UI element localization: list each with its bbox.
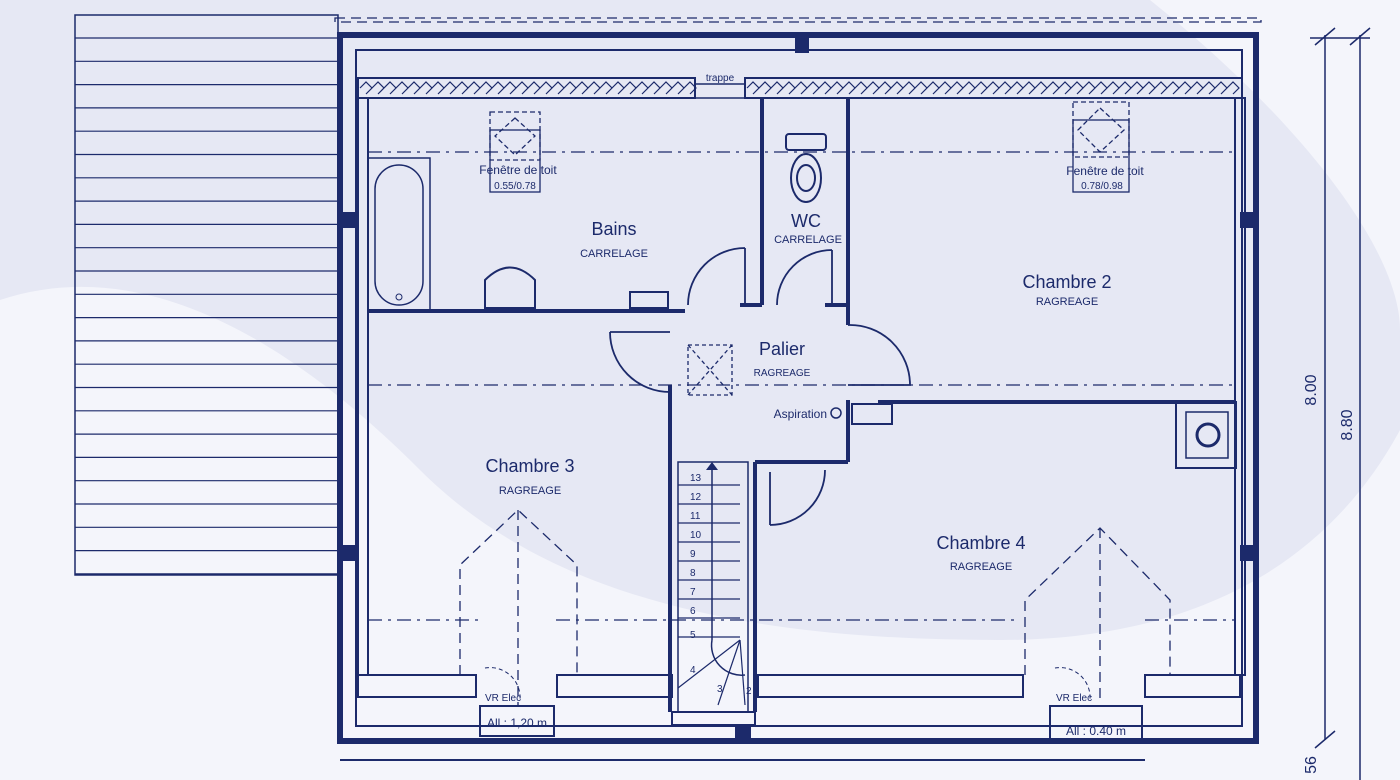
background-swoosh bbox=[0, 286, 1400, 780]
room-name-chambre3: Chambre 3 bbox=[485, 456, 574, 476]
room-name-palier: Palier bbox=[759, 339, 805, 359]
skylight-size: 0.78/0.98 bbox=[1081, 181, 1123, 192]
room-floor-wc: CARRELAGE bbox=[774, 234, 842, 246]
stair-number: 4 bbox=[690, 665, 696, 676]
room-floor-palier: RAGREAGE bbox=[754, 368, 811, 379]
roof-lines bbox=[368, 151, 1235, 621]
skylight-size: 0.55/0.78 bbox=[494, 181, 536, 192]
stair-number: 10 bbox=[690, 530, 702, 541]
window-gables bbox=[459, 509, 1171, 705]
room-name-wc: WC bbox=[791, 211, 821, 231]
aspiration-label: Aspiration bbox=[774, 407, 827, 421]
dimension-inner: 8.00 bbox=[1303, 374, 1320, 405]
dimension-lines bbox=[1310, 27, 1371, 780]
terrace-hatching bbox=[74, 14, 339, 576]
winder-step bbox=[677, 639, 741, 689]
stair-number: 2 bbox=[746, 686, 752, 697]
aspiration-icon bbox=[830, 407, 842, 419]
room-floor-chambre2: RAGREAGE bbox=[1036, 296, 1098, 308]
stair-number: 7 bbox=[690, 587, 696, 598]
dimension-outer: 8.80 bbox=[1339, 409, 1356, 440]
stair-number: 9 bbox=[690, 549, 696, 560]
room-name-bains: Bains bbox=[591, 219, 636, 239]
skylight-icon bbox=[489, 101, 1130, 396]
room-name-chambre4: Chambre 4 bbox=[936, 533, 1025, 553]
stair-number: 5 bbox=[690, 630, 696, 641]
skylight-label: Fenêtre de toit bbox=[1066, 164, 1144, 178]
stair-number: 3 bbox=[717, 684, 723, 695]
sink-icon bbox=[484, 266, 536, 309]
insulation-bottom bbox=[357, 674, 1241, 726]
vr-elec-label: VR Elec bbox=[1056, 693, 1092, 704]
stair-number: 11 bbox=[690, 511, 701, 522]
bathtub-icon bbox=[367, 157, 431, 311]
doors bbox=[609, 247, 911, 526]
allege-label: All : 0.40 m bbox=[1066, 724, 1126, 738]
allege-label: All : 1,20 m bbox=[487, 716, 547, 730]
stair-number: 6 bbox=[690, 606, 696, 617]
staircase: 13 12 11 10 9 8 7 6 5 4 3 2 bbox=[677, 461, 752, 713]
insulation-top bbox=[357, 77, 1243, 99]
chimney-icon bbox=[1175, 401, 1237, 469]
trappe-label: trappe bbox=[706, 73, 735, 84]
stair-number: 12 bbox=[690, 492, 702, 503]
dimension-bottom: 56 bbox=[1303, 756, 1320, 774]
room-name-chambre2: Chambre 2 bbox=[1022, 272, 1111, 292]
winder-step bbox=[717, 639, 741, 706]
toilet-icon bbox=[785, 133, 827, 203]
winder-step bbox=[739, 639, 746, 706]
stair-number: 13 bbox=[690, 473, 702, 484]
room-floor-chambre3: RAGREAGE bbox=[499, 485, 561, 497]
room-floor-bains: CARRELAGE bbox=[580, 248, 648, 260]
windows bbox=[479, 667, 1143, 743]
skylight-label: Fenêtre de toit bbox=[479, 163, 557, 177]
vr-elec-label: VR Elec bbox=[485, 693, 521, 704]
room-floor-chambre4: RAGREAGE bbox=[950, 561, 1012, 573]
stair-number: 8 bbox=[690, 568, 696, 579]
